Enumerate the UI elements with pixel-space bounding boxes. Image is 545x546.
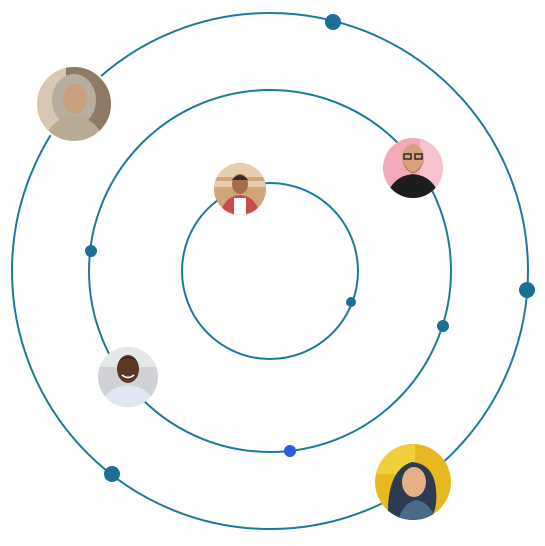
orbit-dot (104, 466, 120, 482)
avatar-frame (35, 65, 113, 143)
orbit-dot (437, 320, 449, 332)
avatar-woman-hijab (36, 66, 112, 142)
avatar-man-smiling (98, 347, 158, 407)
orbit-ring-middle (88, 89, 452, 453)
avatar-man-apron (214, 163, 266, 215)
orbit-ring-inner (181, 182, 359, 360)
avatar-man-beard-glasses (383, 138, 443, 198)
orbit-dot (519, 282, 535, 298)
orbit-dot (346, 297, 356, 307)
orbit-ring-outer (11, 12, 529, 530)
avatar-woman-yellow (375, 444, 451, 520)
orbit-dot-accent (284, 445, 296, 457)
orbit-dot (85, 245, 97, 257)
orbit-dot (325, 14, 341, 30)
